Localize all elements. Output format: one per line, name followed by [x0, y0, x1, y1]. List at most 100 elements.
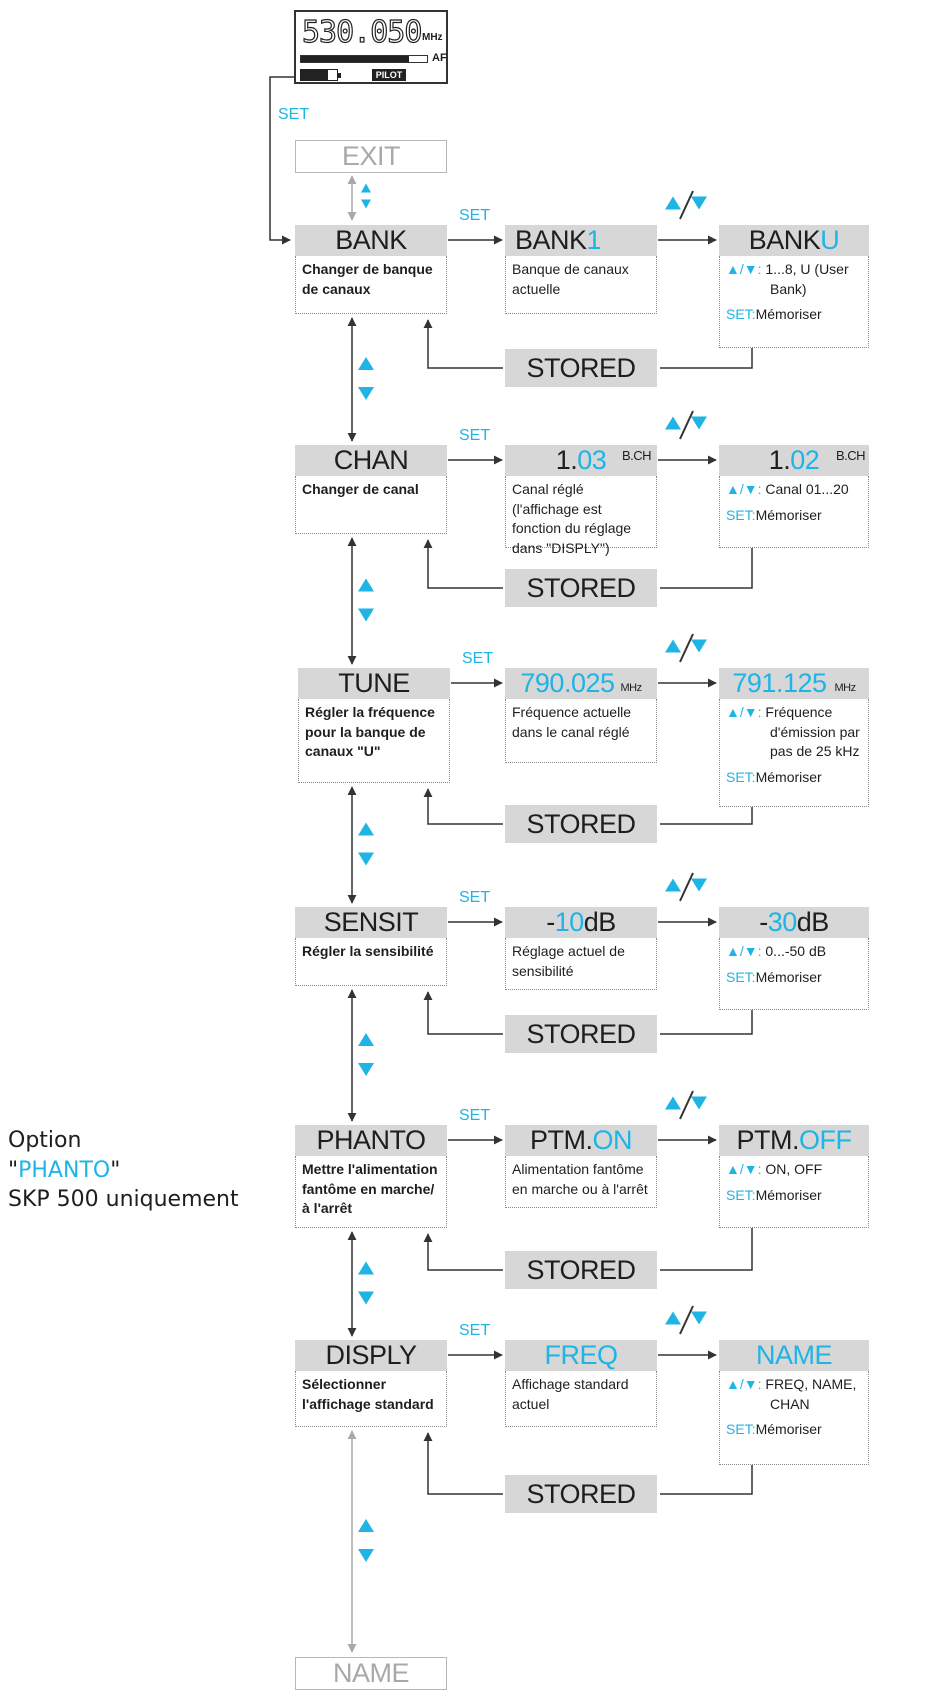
menu-nav-down-icon	[358, 1063, 374, 1076]
updown-arrow-down-icon	[691, 1311, 707, 1325]
updown-text: 1...8, U (User Bank)	[765, 261, 849, 297]
updown-arrow-up-icon	[665, 416, 681, 430]
set-label: SET	[462, 650, 494, 667]
stored-to-menu-connector	[423, 788, 503, 825]
set-text: Mémoriser	[755, 506, 822, 523]
display-to-bank-connector	[269, 76, 294, 245]
lcd-mhz: MHz	[422, 32, 443, 43]
new-value-prefix: 1.	[768, 445, 791, 475]
stored-to-menu-connector	[423, 539, 503, 589]
updown-arrow-up-icon	[665, 1311, 681, 1325]
updown-arrow-up-icon	[665, 639, 681, 653]
updown-text: Fréquence d'émission par pas de 25 kHz	[765, 704, 860, 760]
updown-instruction: ▲/▼: 1...8, U (User Bank)	[726, 260, 862, 299]
menu-item-description: Changer de banque de canaux	[295, 256, 447, 314]
menu-item-description: Changer de canal	[295, 476, 447, 534]
menu-item-tune[interactable]: TUNE	[298, 668, 450, 699]
menu-nav-down-icon	[358, 1291, 374, 1305]
lcd-af-label: AF	[432, 52, 447, 64]
stored-label: STORED	[526, 572, 636, 603]
new-value-unit: MHz	[834, 682, 857, 694]
menu-nav-up-icon	[358, 1033, 374, 1046]
quote-open: "	[8, 1157, 19, 1183]
menu-item-sensit[interactable]: SENSIT	[295, 907, 447, 938]
option-note-line2: "PHANTO"	[8, 1156, 278, 1186]
stored-confirmation: STORED	[505, 1251, 657, 1289]
current-value-description: Réglage actuel de sensibilité	[505, 938, 657, 990]
stored-label: STORED	[526, 1018, 636, 1049]
stored-confirmation: STORED	[505, 349, 657, 387]
lcd-frequency: 530.050	[301, 14, 423, 50]
name-menu-item[interactable]: NAME	[295, 1657, 447, 1690]
quote-close: "	[110, 1157, 121, 1183]
menu-item-label: BANK	[335, 225, 407, 255]
updown-arrow-down-icon	[691, 196, 707, 210]
option-note-line3: SKP 500 uniquement	[8, 1187, 239, 1213]
updown-keys: ▲/▼:	[726, 481, 762, 497]
battery-tip	[338, 73, 341, 78]
updown-arrow-down-icon	[691, 639, 707, 653]
menu-item-label: PHANTO	[316, 1125, 426, 1155]
new-value-number: 791.125	[732, 668, 827, 698]
stored-label: STORED	[526, 1478, 636, 1509]
menu-nav-down-icon	[358, 387, 374, 400]
new-value-disply: NAME	[719, 1340, 869, 1371]
current-value-number: FREQ	[544, 1340, 618, 1370]
set-label-display: SET	[278, 106, 310, 123]
current-value-number: 1	[586, 225, 602, 255]
updown-instruction: ▲/▼: 0...-50 dB	[726, 942, 862, 962]
pilot-indicator: PILOT	[372, 69, 406, 81]
current-value-prefix: PTM.	[530, 1125, 593, 1155]
updown-keys: ▲/▼:	[726, 1376, 762, 1392]
stored-confirmation: STORED	[505, 1015, 657, 1053]
set-label: SET	[459, 427, 491, 444]
set-text: Mémoriser	[755, 306, 822, 323]
updown-instruction: ▲/▼: FREQ, NAME, CHAN	[726, 1375, 862, 1414]
new-value-description: ▲/▼: 1...8, U (User Bank) SET:Mémoriser	[719, 256, 869, 348]
menu-nav-down-icon	[358, 608, 374, 622]
current-value-number: ON	[592, 1125, 633, 1155]
stored-confirmation: STORED	[505, 1475, 657, 1513]
updown-text: FREQ, NAME, CHAN	[765, 1376, 857, 1412]
menu-item-phanto[interactable]: PHANTO	[295, 1125, 447, 1156]
menu-item-label: SENSIT	[323, 907, 419, 937]
new-value-prefix: PTM.	[736, 1125, 800, 1155]
menu-nav-up-icon	[358, 1261, 374, 1275]
stored-confirmation: STORED	[505, 569, 657, 607]
option-note-line1: Option	[8, 1128, 82, 1153]
set-key: SET:	[726, 768, 756, 785]
menu-nav-up-icon	[358, 822, 374, 836]
stored-confirmation: STORED	[505, 805, 657, 843]
new-to-stored-connector	[660, 1465, 753, 1495]
set-instruction: SET:Mémoriser	[726, 506, 862, 526]
set-instruction: SET:Mémoriser	[726, 968, 862, 988]
new-value-number: NAME	[755, 1340, 833, 1370]
updown-instruction: ▲/▼: ON, OFF	[726, 1160, 862, 1180]
menu-item-description: Régler la sensibilité	[295, 938, 447, 986]
new-value-description: ▲/▼: Fréquence d'émission par pas de 25 …	[719, 699, 869, 807]
current-value-disply: FREQ	[505, 1340, 657, 1371]
exit-menu-item[interactable]: EXIT	[295, 140, 447, 173]
set-label: SET	[459, 889, 491, 906]
new-value-number: 02	[790, 445, 820, 475]
set-text: Mémoriser	[755, 768, 822, 785]
option-note: Option "PHANTO" SKP 500 uniquement	[8, 1126, 278, 1215]
set-text: Mémoriser	[755, 968, 822, 985]
updown-arrow-up-icon	[665, 1096, 681, 1110]
menu-item-chan[interactable]: CHAN	[295, 445, 447, 476]
new-to-stored-connector	[660, 548, 753, 589]
set-key: SET:	[726, 1186, 756, 1203]
updown-slash	[679, 633, 694, 663]
updown-keys: ▲/▼:	[726, 704, 762, 720]
updown-slash	[679, 190, 694, 220]
menu-item-bank[interactable]: BANK	[295, 225, 447, 256]
updown-keys: ▲/▼:	[726, 943, 762, 959]
new-value-suffix: dB	[796, 907, 830, 937]
current-value-bank: BANK 1	[505, 225, 657, 256]
menu-item-disply[interactable]: DISPLY	[295, 1340, 447, 1371]
set-instruction: SET:Mémoriser	[726, 305, 862, 325]
